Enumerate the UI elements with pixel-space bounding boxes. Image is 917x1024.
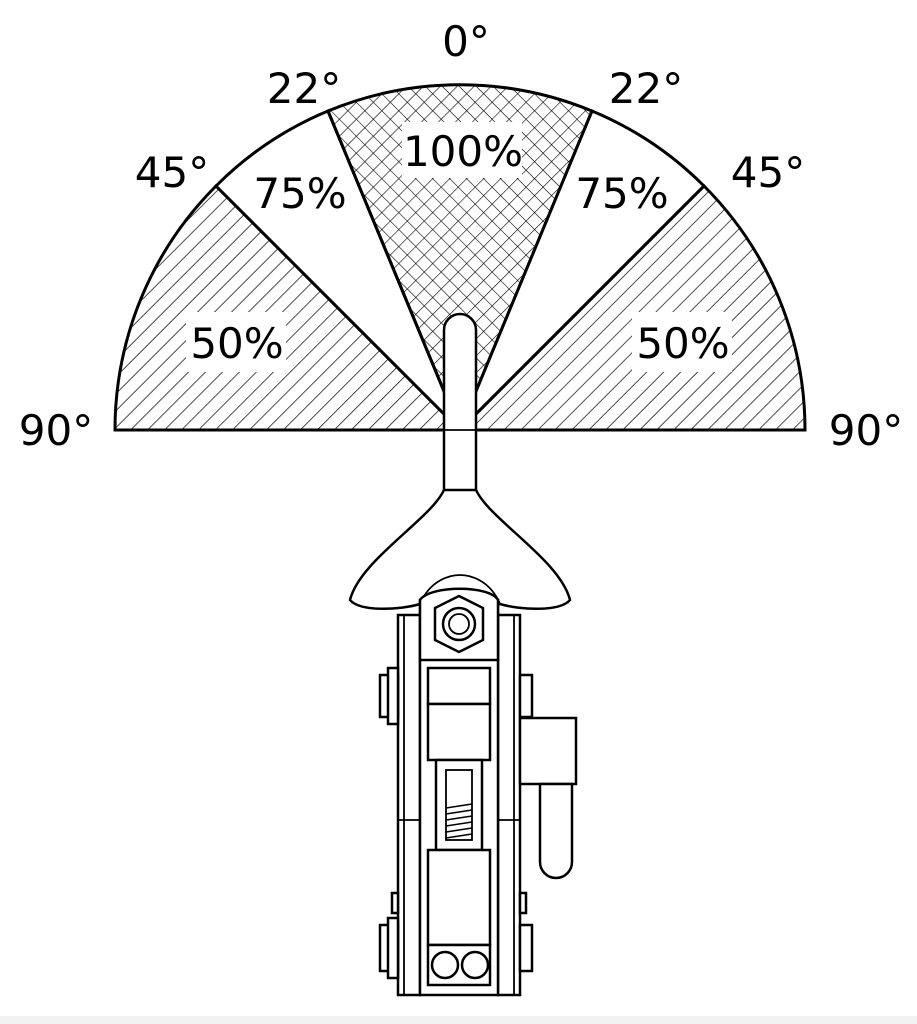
bottom-strip (0, 1016, 917, 1024)
lifting-clamp (348, 312, 578, 997)
angle-label-upper-right: 22° (609, 64, 683, 113)
angle-label-mid-right: 45° (731, 148, 805, 197)
angle-label-upper-left: 22° (267, 64, 341, 113)
angle-label-base-right: 90° (829, 406, 903, 455)
zone-center-label: 100% (403, 127, 523, 176)
angle-label-mid-left: 45° (135, 148, 209, 197)
zone-inner-right-label: 75% (575, 169, 668, 218)
zone-outer-right-label: 50% (636, 319, 729, 368)
zone-center (326, 83, 594, 434)
zone-inner-left-label: 75% (253, 169, 346, 218)
zone-inner-left (213, 109, 462, 432)
zone-inner-right (458, 109, 707, 432)
angle-label-top: 0° (442, 17, 490, 66)
zone-outer-left-label: 50% (190, 319, 283, 368)
angle-label-base-left: 90° (19, 406, 93, 455)
